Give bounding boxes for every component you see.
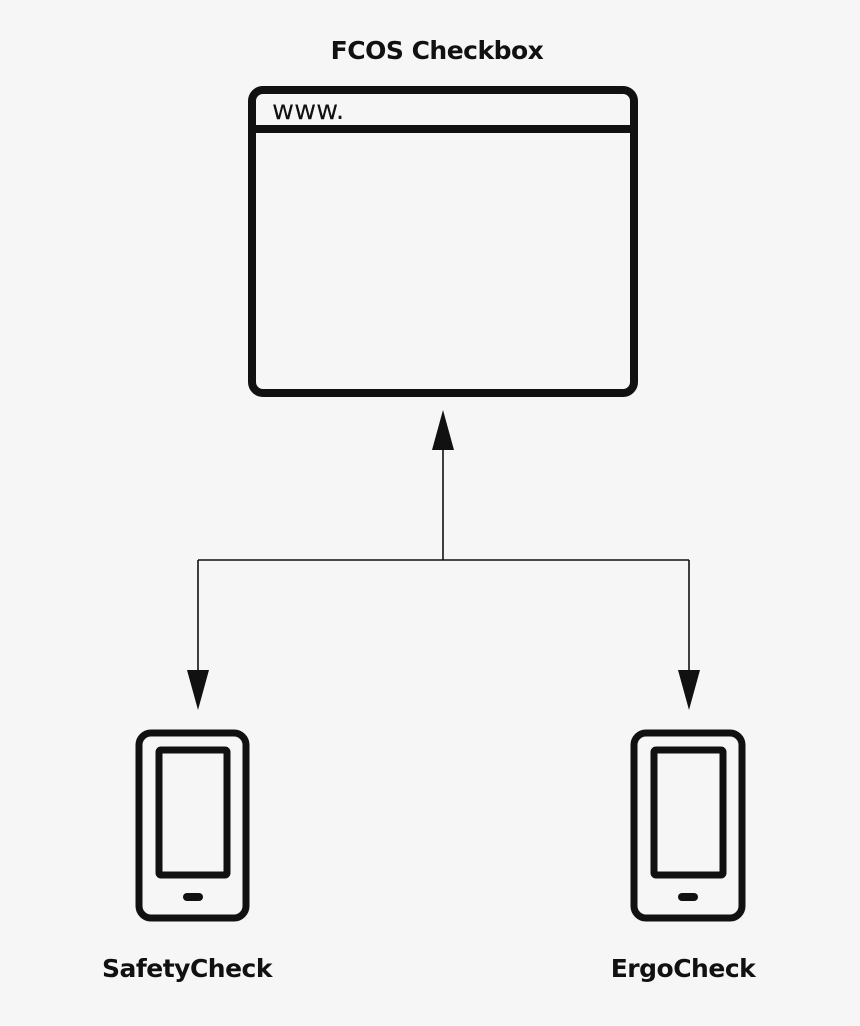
connector-lines bbox=[197, 450, 690, 672]
arrowhead-down-left bbox=[187, 670, 209, 710]
arrowhead-down-right bbox=[678, 670, 700, 710]
smartphone-icon bbox=[135, 729, 250, 922]
arrowhead-up bbox=[432, 410, 454, 450]
smartphone-icon bbox=[630, 729, 746, 922]
browser-url-text: www. bbox=[272, 95, 344, 126]
fcos-checkbox-title: FCOS Checkbox bbox=[330, 36, 544, 65]
safetycheck-label: SafetyCheck bbox=[101, 954, 273, 983]
browser-window-icon: www. bbox=[248, 86, 638, 397]
ergocheck-label: ErgoCheck bbox=[610, 954, 756, 983]
